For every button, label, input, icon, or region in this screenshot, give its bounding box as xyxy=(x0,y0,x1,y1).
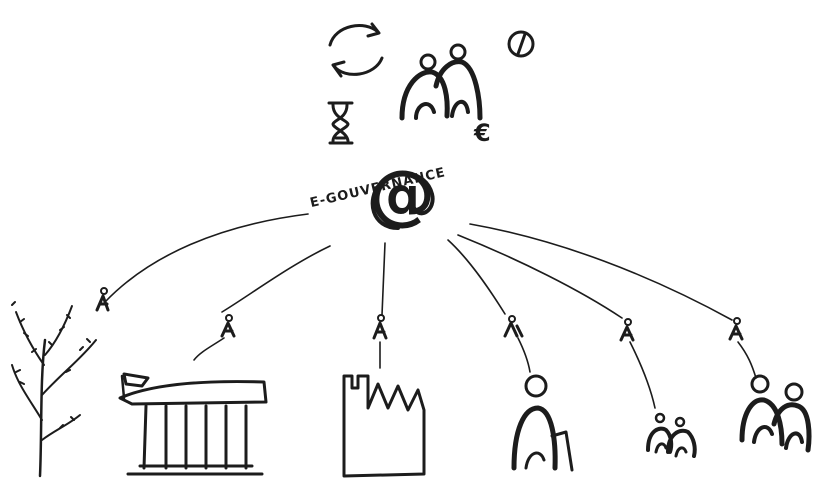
connector-line-industry xyxy=(381,242,386,316)
person-walking-icon xyxy=(95,287,110,312)
elderly-person-icon xyxy=(511,374,574,472)
person-walking-icon xyxy=(220,314,236,338)
person-walking-icon xyxy=(619,318,635,342)
connector-lines xyxy=(104,213,757,409)
people-pair-icon xyxy=(739,374,812,453)
connector-line-elderly xyxy=(447,239,506,315)
connector-line-citizens xyxy=(469,223,733,321)
cycle-arrows-icon xyxy=(328,22,384,78)
people-group-icon xyxy=(399,43,483,121)
connector-line-government xyxy=(221,245,331,313)
tree-icon xyxy=(11,301,97,478)
connector-line-children xyxy=(457,234,623,319)
hub-symbol: @ xyxy=(369,156,435,233)
euro-icon: € xyxy=(474,119,491,147)
hourglass-icon xyxy=(327,101,354,145)
person-walking-icon xyxy=(728,317,744,341)
person-walking-icon xyxy=(503,315,524,338)
person-walking-icon xyxy=(372,314,388,340)
government-building-icon xyxy=(118,372,268,476)
compass-icon xyxy=(507,30,535,58)
connector-line-nature xyxy=(104,213,309,303)
hub-symbol-icon xyxy=(370,171,435,230)
factory-icon xyxy=(342,374,426,478)
children-icon xyxy=(646,412,697,458)
